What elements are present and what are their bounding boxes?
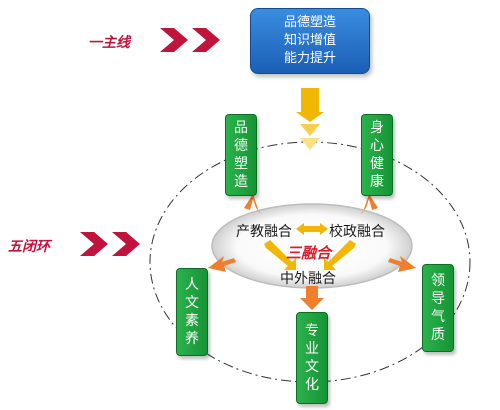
chevron-right-icon [80, 232, 108, 256]
box-shenxin: 身心健康 [361, 114, 393, 196]
vertical-char: 专 [305, 323, 319, 339]
chevron-right-icon [160, 28, 188, 52]
box-pinde: 品德塑造 [225, 114, 257, 196]
box-lingdao: 领导气质 [422, 264, 454, 352]
main-line-label: 一主线 [88, 35, 130, 51]
arrow-to-shenxin [360, 194, 378, 214]
vertical-char: 健 [370, 156, 384, 172]
vertical-char: 文 [185, 295, 199, 311]
center-item-chanjiao: 产教融合 [236, 224, 292, 240]
vertical-char: 化 [305, 377, 319, 393]
vertical-char: 心 [370, 138, 384, 154]
center-item-xiaozheng: 校政融合 [329, 224, 385, 240]
arrow-to-zhuanye [300, 286, 324, 310]
vertical-char: 康 [370, 174, 384, 190]
main-line-box-line: 知识增值 [283, 33, 336, 48]
center-core: 三融合 [286, 244, 332, 262]
double-arrow-left-diag [264, 240, 296, 270]
vertical-char: 导 [431, 291, 445, 307]
center-item-zhongwai: 中外融合 [280, 271, 336, 287]
vertical-char: 造 [234, 174, 248, 190]
inner-arrows [264, 223, 356, 270]
vertical-char: 领 [431, 273, 445, 289]
vertical-char: 气 [431, 309, 445, 325]
vertical-char: 素 [185, 313, 199, 329]
vertical-char: 质 [431, 327, 445, 343]
box-zhuanye: 专业文化 [296, 312, 328, 404]
vertical-char: 身 [370, 120, 384, 136]
five-rings-chevrons [80, 232, 140, 256]
main-line-box-line: 品德塑造 [283, 15, 336, 30]
vertical-char: 塑 [234, 156, 248, 172]
chevron-right-icon [192, 28, 220, 52]
arrow-to-renwen [208, 256, 236, 272]
double-arrow-horizontal [296, 223, 328, 235]
double-arrow-right-diag [324, 240, 356, 270]
vertical-char: 德 [234, 138, 248, 154]
chevron-right-icon [112, 232, 140, 256]
vertical-char: 文 [305, 359, 319, 375]
five-rings-label: 五闭环 [8, 239, 50, 255]
vertical-char: 业 [305, 341, 319, 357]
arrow-to-pinde [244, 194, 262, 214]
down-arrow [296, 88, 324, 150]
vertical-char: 养 [185, 331, 199, 347]
main-line-chevrons [160, 28, 220, 52]
vertical-char: 人 [185, 277, 199, 293]
main-line-box-line: 能力提升 [283, 51, 336, 66]
vertical-char: 品 [234, 120, 248, 136]
arrow-to-lingdao [388, 256, 416, 272]
main-line-box: 品德塑造 知识增值 能力提升 [250, 8, 370, 74]
outward-arrows [208, 194, 416, 310]
box-renwen: 人文素养 [176, 268, 208, 356]
